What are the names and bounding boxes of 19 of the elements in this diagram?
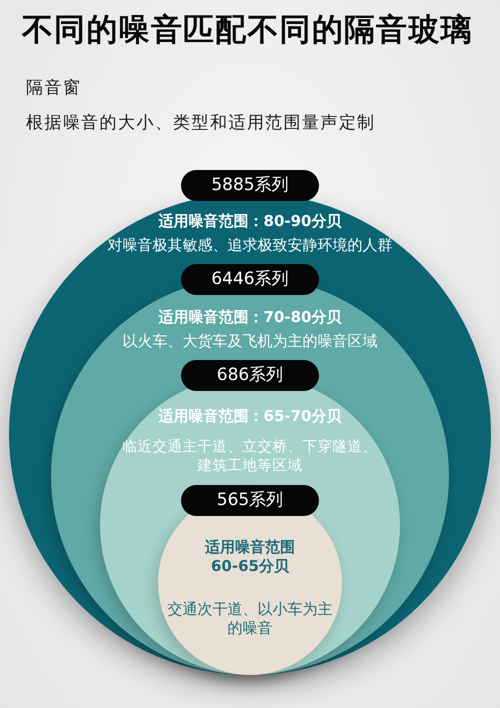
description-text: 对噪音极其敏感、追求极致安静环境的人群	[108, 236, 392, 255]
noise-range-text: 适用噪音范围：80-90分贝	[158, 212, 342, 231]
series-pill: 565系列	[181, 485, 319, 516]
subtitle: 隔音窗	[26, 77, 82, 99]
noise-zone-circle	[51, 264, 449, 675]
noise-zone-circle	[158, 485, 342, 675]
series-pill: 5885系列	[181, 170, 319, 201]
description-text: 临近交通主干道、立交桥、下穿隧道、建筑工地等区域	[122, 438, 378, 476]
description-text: 以火车、大货车及飞机为主的噪音区域	[122, 332, 378, 351]
noise-range-text: 适用噪音范围60-65分贝	[204, 538, 296, 576]
series-pill: 6446系列	[181, 264, 319, 295]
title: 不同的噪音匹配不同的隔音玻璃	[22, 12, 473, 48]
description-text: 交通次干道、以小车为主的噪音	[166, 600, 334, 638]
noise-zone-circle	[9, 170, 491, 675]
noise-zone-circle	[100, 360, 400, 675]
tagline: 根据噪音的大小、类型和适用范围量声定制	[26, 112, 376, 134]
noise-range-text: 适用噪音范围：65-70分贝	[158, 407, 342, 426]
series-pill: 686系列	[181, 360, 319, 391]
noise-range-text: 适用噪音范围：70-80分贝	[158, 308, 342, 327]
